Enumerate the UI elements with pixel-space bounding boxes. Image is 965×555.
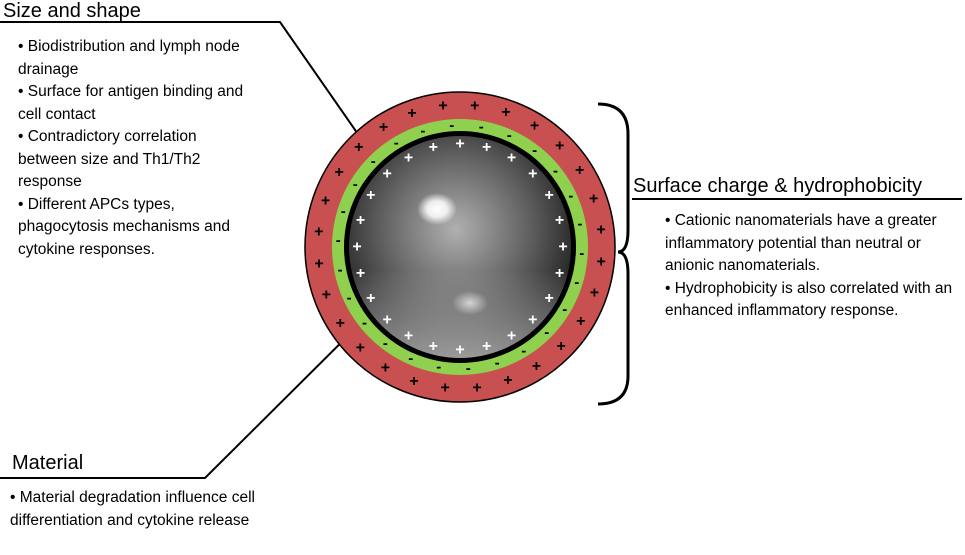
- plus-charge-inner: +: [482, 139, 491, 156]
- minus-charge-middle: -: [577, 216, 582, 233]
- bullet-item: • Biodistribution and lymph node drainag…: [18, 38, 240, 78]
- plus-charge-inner: +: [455, 136, 464, 153]
- surface-charges: ++++++++++++++++++++++++++++------------…: [314, 97, 606, 396]
- plus-charge-inner: +: [352, 239, 361, 256]
- plus-charge-inner: +: [455, 342, 464, 359]
- plus-charge-inner: +: [404, 149, 413, 166]
- minus-charge-middle: -: [408, 350, 413, 367]
- minus-charge-middle: -: [436, 359, 441, 376]
- minus-charge-middle: -: [394, 135, 399, 152]
- plus-charge-outer: +: [322, 286, 331, 303]
- core-rim-reflection: [349, 136, 571, 358]
- plus-charge-outer: +: [575, 162, 584, 179]
- minus-charge-middle: -: [521, 343, 526, 360]
- minus-charge-middle: -: [544, 324, 549, 341]
- minus-charge-middle: -: [353, 176, 358, 193]
- material-connector: [0, 287, 397, 479]
- plus-charge-inner: +: [404, 328, 413, 345]
- plus-charge-outer: +: [335, 164, 344, 181]
- minus-charge-middle: -: [420, 122, 425, 139]
- minus-charge-middle: -: [383, 335, 388, 352]
- plus-charge-outer: +: [381, 359, 390, 376]
- bullet-item: • Material degradation influence cell di…: [10, 489, 255, 529]
- plus-charge-outer: +: [590, 284, 599, 301]
- surface-brace: [597, 102, 630, 406]
- minus-charge-middle: -: [336, 232, 341, 249]
- plus-charge-outer: +: [589, 191, 598, 208]
- plus-charge-inner: +: [528, 166, 537, 183]
- size-shape-connector: [0, 21, 361, 138]
- minus-charge-middle: -: [532, 142, 537, 159]
- plus-charge-outer: +: [557, 338, 566, 355]
- plus-charge-outer: +: [441, 380, 450, 397]
- bullet-item: • Hydrophobicity is also correlated with…: [665, 279, 953, 320]
- bullet-item: • Different APCs types, phagocytosis mec…: [18, 195, 230, 258]
- minus-charge-middle: -: [466, 360, 471, 377]
- plus-charge-outer: +: [356, 340, 365, 357]
- minus-charge-middle: -: [562, 301, 567, 318]
- minus-charge-middle: -: [347, 289, 352, 306]
- plus-charge-outer: +: [503, 372, 512, 389]
- material-bullets: • Material degradation influence cell di…: [10, 487, 280, 532]
- size-shape-title: Size and shape: [3, 0, 141, 22]
- size-shape-bullets: • Biodistribution and lymph node drainag…: [18, 36, 258, 261]
- plus-charge-outer: +: [501, 104, 510, 121]
- minus-charge-middle: -: [338, 261, 343, 278]
- minus-charge-middle: -: [495, 355, 500, 372]
- plus-charge-inner: +: [555, 212, 564, 229]
- minus-charge-middle: -: [362, 314, 367, 331]
- surface-bullets: • Cationic nanomaterials have a greater …: [665, 210, 965, 323]
- minus-charge-middle: -: [449, 117, 454, 134]
- plus-charge-outer: +: [472, 380, 481, 397]
- bullet-item: • Contradictory correlation between size…: [18, 128, 201, 190]
- plus-charge-inner: +: [356, 212, 365, 229]
- plus-charge-outer: +: [321, 193, 330, 210]
- minus-charge-middle: -: [341, 203, 346, 220]
- minus-charge-middle: -: [479, 118, 484, 135]
- plus-charge-inner: +: [528, 311, 537, 328]
- material-title: Material: [12, 452, 84, 474]
- plus-charge-inner: +: [356, 265, 365, 282]
- surface-title: Surface charge & hydrophobicity: [633, 175, 923, 197]
- plus-charge-outer: +: [596, 222, 605, 239]
- minus-charge-middle: -: [371, 153, 376, 170]
- core-secondary-highlight: [452, 291, 488, 315]
- minus-charge-middle: -: [553, 163, 558, 180]
- plus-charge-inner: +: [558, 239, 567, 256]
- plus-charge-outer: +: [470, 97, 479, 114]
- plus-charge-outer: +: [409, 373, 418, 390]
- plus-charge-outer: +: [597, 253, 606, 270]
- plus-charge-inner: +: [507, 149, 516, 166]
- plus-charge-inner: +: [555, 265, 564, 282]
- plus-charge-outer: +: [379, 119, 388, 136]
- bullet-item: • Cationic nanomaterials have a greater …: [665, 212, 937, 274]
- plus-charge-outer: +: [555, 137, 564, 154]
- bullet-item: • Surface for antigen binding and cell c…: [18, 83, 244, 123]
- plus-charge-inner: +: [366, 290, 375, 307]
- plus-charge-outer: +: [407, 105, 416, 122]
- minus-charge-middle: -: [579, 245, 584, 262]
- minus-charge-middle: -: [568, 188, 573, 205]
- minus-charge-middle: -: [507, 127, 512, 144]
- plus-charge-outer: +: [314, 256, 323, 273]
- plus-charge-inner: +: [383, 311, 392, 328]
- plus-charge-inner: +: [545, 290, 554, 307]
- plus-charge-inner: +: [383, 166, 392, 183]
- plus-charge-outer: +: [438, 98, 447, 115]
- plus-charge-inner: +: [545, 187, 554, 204]
- plus-charge-outer: +: [314, 224, 323, 241]
- plus-charge-inner: +: [482, 338, 491, 355]
- plus-charge-outer: +: [354, 139, 363, 156]
- core-highlight: [417, 193, 457, 225]
- plus-charge-outer: +: [532, 358, 541, 375]
- plus-charge-inner: +: [429, 139, 438, 156]
- plus-charge-outer: +: [576, 313, 585, 330]
- minus-charge-middle: -: [574, 274, 579, 291]
- plus-charge-outer: +: [530, 118, 539, 135]
- plus-charge-inner: +: [366, 187, 375, 204]
- plus-charge-outer: +: [336, 315, 345, 332]
- plus-charge-inner: +: [507, 328, 516, 345]
- plus-charge-inner: +: [429, 338, 438, 355]
